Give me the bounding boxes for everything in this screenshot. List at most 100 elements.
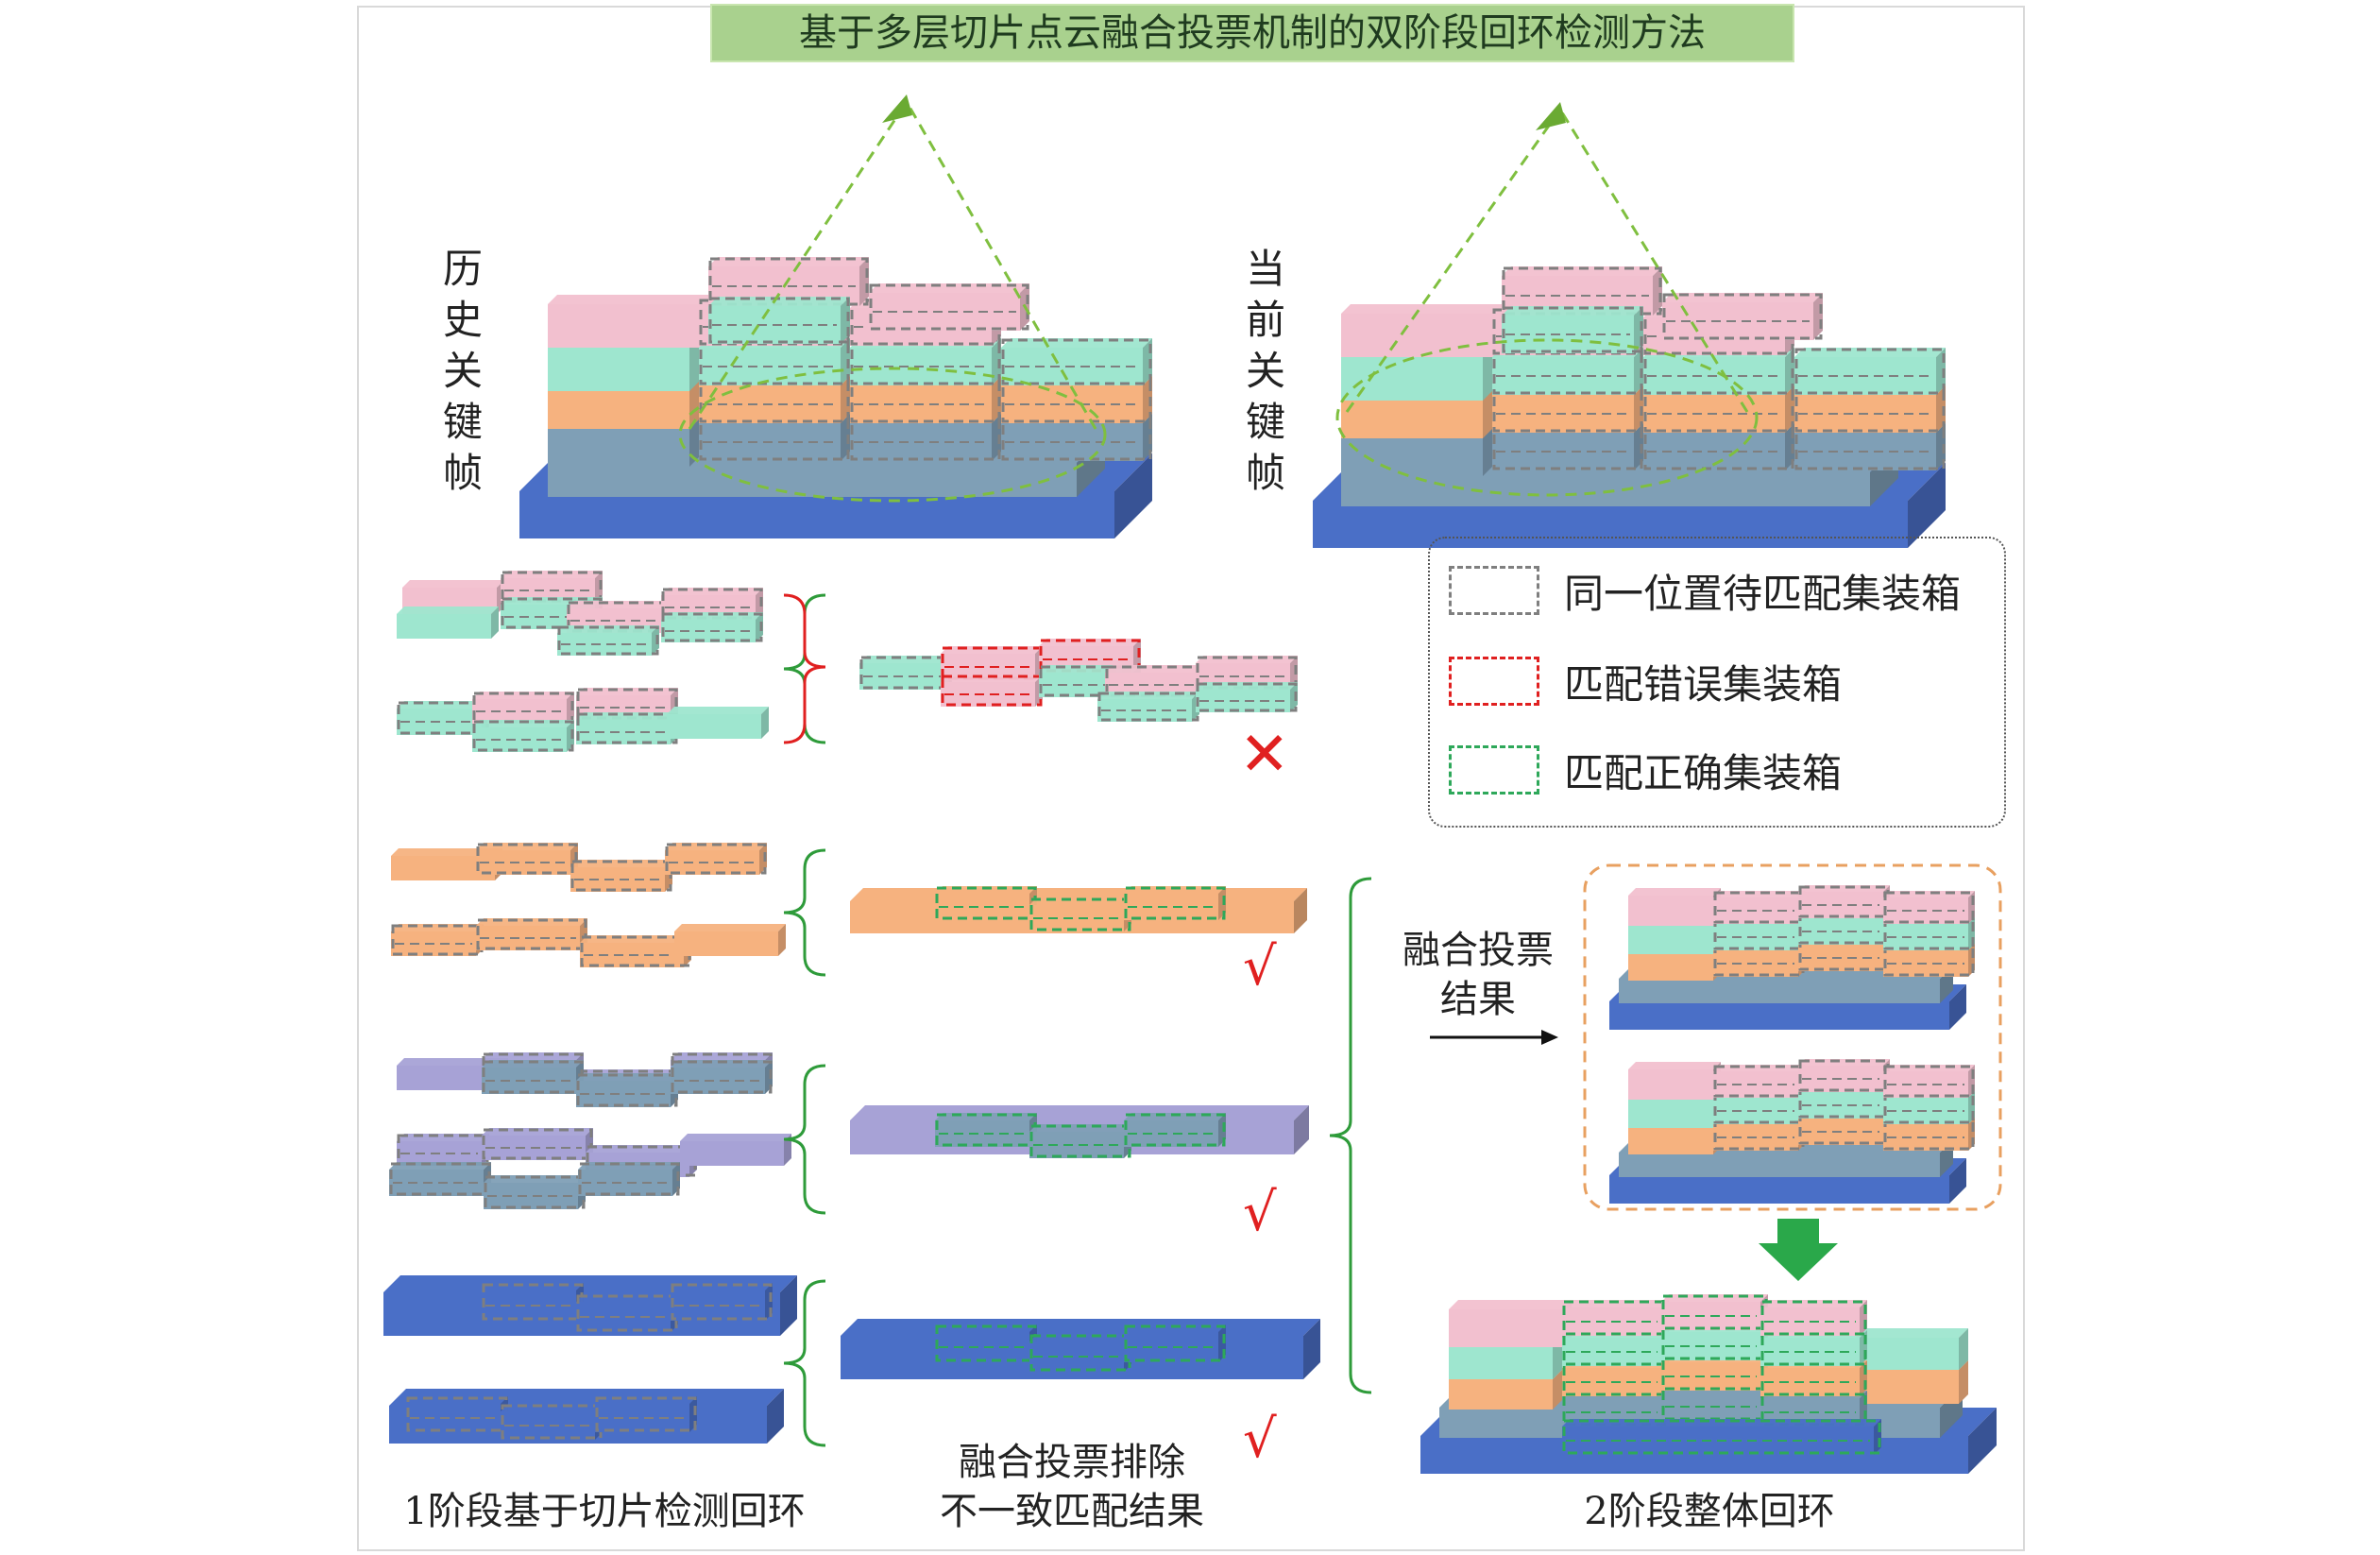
fusion-mini-b-slate-front bbox=[1619, 1153, 1940, 1177]
history-cone-ellipse bbox=[678, 367, 1107, 503]
fusion-mini-b-or-front bbox=[1628, 1128, 1713, 1154]
pair3-slate-b2-front bbox=[578, 1170, 672, 1196]
legend-text-pending: 同一位置待匹配集装箱 bbox=[1564, 570, 1962, 617]
current-stack-c2r2-outline bbox=[1794, 348, 1946, 395]
pair1-a-teal-side bbox=[491, 607, 499, 639]
cross-mark: ✕ bbox=[1239, 720, 1290, 790]
history-cone-arrowhead bbox=[882, 94, 912, 123]
pair1-a-c2t-outline bbox=[557, 625, 659, 656]
mid2-c2-outline bbox=[1124, 886, 1226, 920]
pair1-a-c3t-side bbox=[756, 612, 763, 642]
legend-box: 同一位置待匹配集装箱 匹配错误集装箱 匹配正确集装箱 bbox=[1428, 537, 2006, 828]
stage2-stack-te-r-top bbox=[1855, 1328, 1968, 1338]
bracket-1 bbox=[783, 593, 826, 744]
current-stack-pink-l-front bbox=[1341, 314, 1502, 357]
pair3-lav-b-plain-front bbox=[680, 1141, 784, 1166]
history-cone-left bbox=[688, 101, 909, 430]
mid1-t4-outline bbox=[1196, 682, 1298, 712]
fusion-mini-b-tc2-outline bbox=[1883, 1091, 1975, 1124]
stage2-stack-or-r-front bbox=[1855, 1370, 1959, 1404]
fusion-mini-a-pk-top bbox=[1628, 888, 1721, 896]
stage2-stack-or-l-side bbox=[1553, 1370, 1562, 1410]
pair1-b-c1t-side bbox=[567, 720, 574, 752]
pair2-a0-outline bbox=[476, 843, 578, 875]
fusion-arrow-head bbox=[1541, 1030, 1558, 1045]
fusion-mini-a-pc2-outline bbox=[1883, 891, 1975, 924]
current-stack-c1r2-outline bbox=[1643, 348, 1794, 395]
history-stack-pink-l-front bbox=[548, 304, 708, 348]
fusion-vote-result-label: 融合投票 结果 bbox=[1402, 929, 1554, 1021]
pair2-a0-front bbox=[476, 850, 570, 875]
fusion-mini-a-tc2-outline bbox=[1883, 917, 1975, 950]
current-frame-label: 当 前 关 键 帧 bbox=[1245, 246, 1285, 496]
pair2-a2-front bbox=[665, 850, 759, 875]
current-stack-c2r0-outline bbox=[1794, 423, 1946, 470]
pair3-lav-b1-outline bbox=[482, 1128, 593, 1160]
check-mark-blue: √ bbox=[1243, 1409, 1277, 1470]
pair1-a-c3-side bbox=[756, 588, 763, 620]
mid2-c2-front bbox=[1124, 894, 1218, 920]
pair2-a2-outline bbox=[665, 843, 767, 875]
mid2-base-side bbox=[1294, 888, 1307, 933]
stage2-stack-te-l-side bbox=[1553, 1338, 1562, 1379]
stage2-stack-blue-side bbox=[1968, 1408, 1997, 1474]
history-stack-c1r2-outline bbox=[850, 338, 1001, 385]
pair4-a-c2-front bbox=[671, 1290, 765, 1321]
diagram-title: 基于多层切片点云融合投票机制的双阶段回环检测方法 bbox=[710, 4, 1794, 62]
pair1-b-c2t-front bbox=[576, 720, 671, 744]
fusion-mini-a-pc1-outline bbox=[1798, 885, 1890, 918]
pair3-slate-b0-front bbox=[389, 1170, 484, 1196]
mid4-c2-outline bbox=[1124, 1324, 1226, 1362]
stage2-stack-pc2-outline bbox=[1760, 1300, 1867, 1336]
history-stack-orange-l-front bbox=[548, 387, 689, 429]
mid4-c0-front bbox=[935, 1332, 1029, 1362]
fusion-mini-b-tc1-outline bbox=[1798, 1085, 1890, 1119]
pair2-b-plain-front bbox=[674, 931, 778, 956]
fusion-mini-a-tc1-outline bbox=[1798, 912, 1890, 945]
history-stack-c2r0-outline bbox=[1001, 414, 1152, 461]
current-stack-orange-l-front bbox=[1341, 397, 1483, 438]
current-stack-c0r2-outline bbox=[1492, 348, 1643, 395]
fusion-mini-b-tc0-outline bbox=[1713, 1091, 1805, 1124]
bracket-merge bbox=[1329, 877, 1372, 1394]
pair4-a-c1-front bbox=[576, 1302, 671, 1332]
pair4-b-c2-front bbox=[595, 1404, 689, 1432]
pair1-a-c3t-outline bbox=[661, 612, 763, 642]
pair4-a-blue-side bbox=[780, 1275, 797, 1336]
current-stack-top-pink2-outline bbox=[1662, 293, 1823, 340]
current-stack-base-blue-side bbox=[1908, 463, 1946, 548]
legend-text-wrong: 匹配错误集装箱 bbox=[1564, 660, 1843, 708]
fusion-mini-b-pc2-outline bbox=[1883, 1065, 1975, 1098]
current-cone-ellipse bbox=[1335, 338, 1759, 497]
current-stack-base-slate-front bbox=[1341, 472, 1870, 506]
legend-swatch-green bbox=[1449, 745, 1539, 795]
pair1-a-teal-top bbox=[397, 607, 499, 614]
pair3-lav-a-plain-top bbox=[397, 1058, 508, 1066]
history-stack-c0r1-outline bbox=[699, 376, 850, 423]
pair4-b-c0-front bbox=[406, 1404, 501, 1432]
fusion-mini-b-pc1-outline bbox=[1798, 1059, 1890, 1092]
stage2-stack-te-r-side bbox=[1959, 1328, 1968, 1370]
pair1-a-pink-top bbox=[402, 580, 504, 588]
bracket-4 bbox=[783, 1279, 826, 1447]
bracket-2 bbox=[783, 848, 826, 977]
stage1-caption: 1阶段基于切片检测回环 bbox=[403, 1490, 806, 1533]
history-stack-orange-l-side bbox=[689, 378, 699, 429]
current-stack-slate-l-side bbox=[1483, 423, 1492, 476]
fusion-mini-b-pk-top bbox=[1628, 1062, 1721, 1069]
pair3-slate-a0-front bbox=[482, 1068, 576, 1094]
legend-item-wrong: 匹配错误集装箱 bbox=[1449, 648, 1842, 714]
fusion-mini-a-tc0-outline bbox=[1713, 917, 1805, 950]
pair3-slate-a1-front bbox=[576, 1081, 671, 1107]
pair2-b1-outline bbox=[476, 918, 587, 950]
current-cone-arrowhead bbox=[1536, 102, 1566, 130]
current-cone-left bbox=[1345, 109, 1562, 413]
pair3-lav-b-plain-top bbox=[680, 1134, 791, 1141]
fusion-mini-a-blue-side bbox=[1949, 984, 1966, 1030]
pair2-a2-side bbox=[759, 843, 767, 875]
current-stack-c1r1-outline bbox=[1643, 385, 1794, 433]
fusion-mini-b-oc0-outline bbox=[1713, 1118, 1805, 1151]
mid1-p4-outline bbox=[1196, 656, 1298, 690]
